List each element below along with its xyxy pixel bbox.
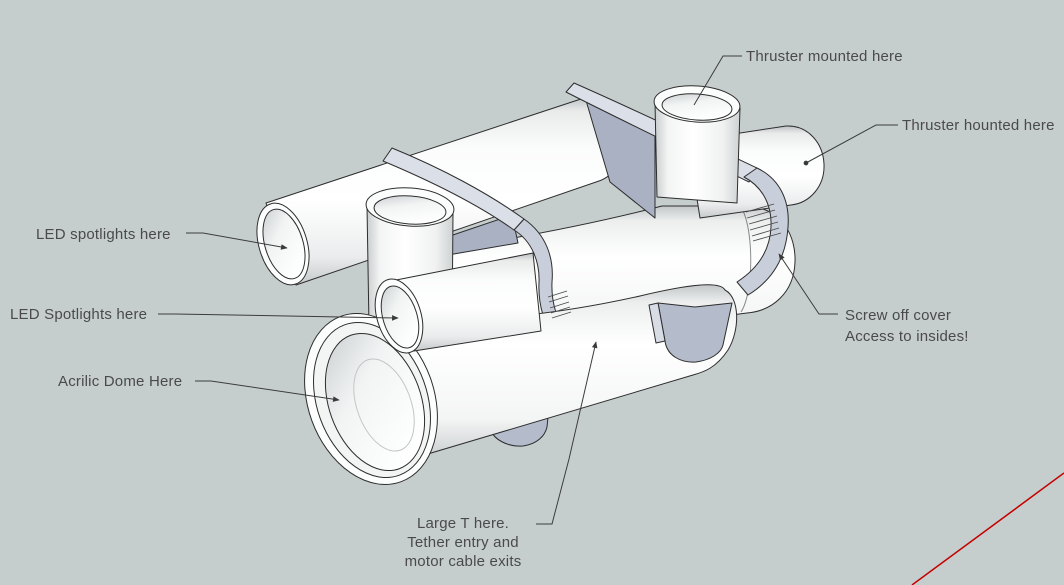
- leader-thruster-right: [803, 124, 898, 166]
- screw-threads-left: [547, 290, 572, 319]
- leader-dome: [195, 380, 340, 402]
- led-tube-lower[interactable]: [367, 252, 542, 359]
- annotation-screw-cover-line2: Access to insides!: [845, 328, 969, 345]
- annotation-large-t[interactable]: Large T here. Tether entry and motor cab…: [390, 514, 536, 571]
- annotation-screw-cover[interactable]: Screw off cover Access to insides!: [845, 305, 969, 347]
- annotation-large-t-line2: Tether entry and: [407, 534, 519, 551]
- rov-model[interactable]: [248, 82, 825, 503]
- annotation-leaders: [158, 55, 898, 525]
- bracket-right-leg[interactable]: [648, 302, 733, 363]
- acrylic-dome-opening: [324, 332, 426, 472]
- leader-led-1: [186, 232, 288, 250]
- bracket-left-top-edge: [382, 147, 525, 231]
- leader-large-t: [536, 341, 598, 525]
- annotation-large-t-line1: Large T here.: [416, 515, 510, 532]
- annotation-thruster-right[interactable]: Thruster hounted here: [902, 117, 1055, 134]
- bracket-right-rim: [736, 167, 789, 296]
- leader-led-2: [158, 313, 399, 321]
- leader-thruster-top: [693, 55, 742, 106]
- screw-threads-right: [745, 203, 782, 242]
- annotation-screw-cover-line1: Screw off cover: [845, 307, 952, 324]
- led-tube-upper[interactable]: [248, 95, 624, 291]
- annotation-acrylic-dome[interactable]: Acrilic Dome Here: [58, 373, 183, 390]
- leader-screw-cover: [778, 253, 838, 315]
- annotation-large-t-line3: motor cable exits: [404, 553, 522, 570]
- annotation-led-spotlight-2[interactable]: LED Spotlights here: [10, 306, 148, 323]
- annotation-thruster-top[interactable]: Thruster mounted here: [746, 48, 903, 65]
- annotation-led-spotlight-1[interactable]: LED spotlights here: [36, 226, 171, 243]
- red-axis-line: [911, 472, 1064, 585]
- thruster-tube-vertical-right[interactable]: [653, 83, 741, 204]
